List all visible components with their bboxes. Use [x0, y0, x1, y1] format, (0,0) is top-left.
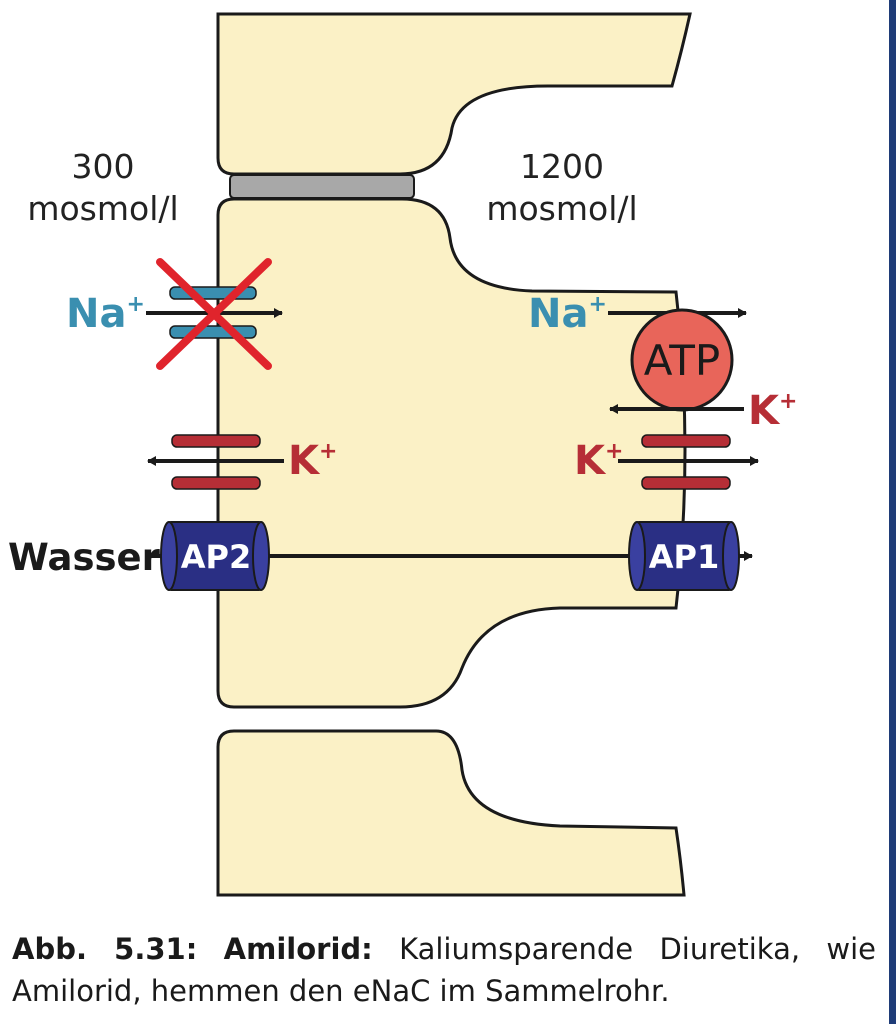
- block-cross-icon: [156, 258, 272, 370]
- na-label-right: Na+: [528, 291, 607, 337]
- caption-text: Kaliumsparende Diuretika, wie Amilorid, …: [12, 932, 877, 1008]
- na-symbol-left: Na: [66, 291, 126, 337]
- atp-label: ATP: [644, 336, 720, 385]
- osmolarity-left-unit: mosmol/l: [27, 189, 178, 228]
- k-charge-left: +: [319, 439, 337, 464]
- k-channel-right: [641, 434, 731, 490]
- osmolarity-right-unit: mosmol/l: [486, 189, 637, 228]
- tight-junction: [229, 174, 415, 199]
- k-charge-right: +: [605, 439, 623, 464]
- osmolarity-left-value: 300: [72, 147, 135, 186]
- figure-number: Abb. 5.31:: [12, 932, 198, 966]
- k-symbol-pump: K: [748, 388, 781, 434]
- lower-cell: [216, 729, 686, 897]
- main-cell: [216, 197, 687, 709]
- page-accent-rule: [889, 0, 896, 1024]
- k-channel-left: [171, 434, 261, 490]
- collecting-duct-diagram: 300 mosmol/l 1200 mosmol/l Na+ K+ Na+ AT…: [8, 12, 797, 897]
- k-label-right: K+: [574, 438, 623, 484]
- na-charge-left: +: [126, 292, 144, 317]
- aquaporin-1-label: AP1: [649, 538, 719, 576]
- aquaporin-1: AP1: [628, 521, 740, 591]
- water-label: Wasser: [8, 536, 161, 579]
- k-label-left: K+: [288, 438, 337, 484]
- k-charge-pump: +: [779, 389, 797, 414]
- aquaporin-2-label: AP2: [181, 538, 251, 576]
- osmolarity-right-value: 1200: [520, 147, 604, 186]
- figure-caption: Abb. 5.31: Amilorid: Kaliumsparende Diur…: [12, 928, 876, 1012]
- upper-cell: [216, 12, 692, 176]
- na-charge-right: +: [588, 292, 606, 317]
- caption-drug-name: Amilorid:: [223, 932, 373, 966]
- k-symbol-left: K: [288, 438, 321, 484]
- k-label-pump: K+: [748, 388, 797, 434]
- na-label-left: Na+: [66, 291, 145, 337]
- k-symbol-right: K: [574, 438, 607, 484]
- aquaporin-2: AP2: [160, 521, 270, 591]
- na-symbol-right: Na: [528, 291, 588, 337]
